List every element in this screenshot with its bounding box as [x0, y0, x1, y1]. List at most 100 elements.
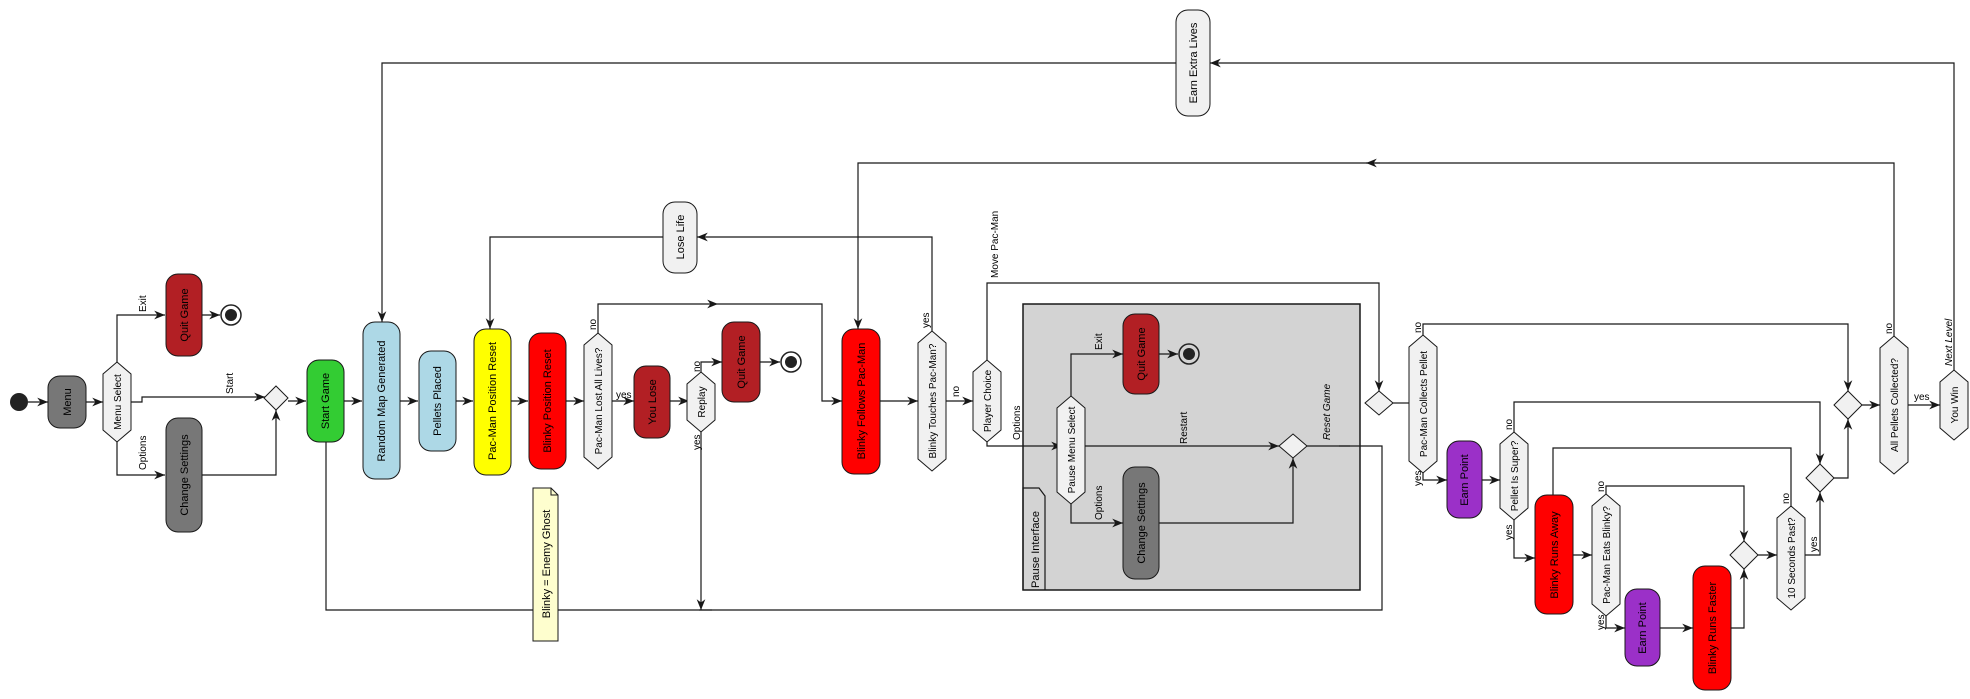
- decision-all-pellets-label: All Pellets Collected?: [1890, 358, 1901, 452]
- decision-eats-blinky-label: Pac-Man Eats Blinky?: [1602, 506, 1613, 604]
- node-blinky-follows: Blinky Follows Pac-Man: [841, 328, 881, 475]
- label-no-lives: no: [588, 318, 599, 330]
- node-blinky-reset-label: Blinky Position Reset: [542, 349, 554, 452]
- label-yes-collects: yes: [1413, 470, 1424, 486]
- note-blinky: Blinky = Enemy Ghost: [532, 487, 559, 642]
- decision-replay-label: Replay: [697, 386, 708, 417]
- decision-you-win: You Win: [1939, 369, 1969, 441]
- node-quit-game-3-label: Quit Game: [1136, 327, 1148, 380]
- node-menu-label: Menu: [62, 388, 74, 416]
- end-node-1: [220, 304, 242, 326]
- label-next-level: Next Level: [1944, 318, 1955, 366]
- node-random-map-label: Random Map Generated: [376, 340, 388, 461]
- node-random-map: Random Map Generated: [362, 321, 401, 480]
- label-no-replay: no: [692, 360, 703, 372]
- decision-menu-select-label: Menu Select: [113, 374, 124, 430]
- edge-labels: Exit Start Options no yes no yes yes no …: [138, 211, 1955, 630]
- decision-collects-pellet-label: Pac-Man Collects Pellet: [1419, 351, 1430, 457]
- label-yes-ten: yes: [1809, 536, 1820, 552]
- node-lose-life-label: Lose Life: [675, 215, 687, 260]
- start-node: [10, 393, 28, 411]
- merge-diamond-start: [263, 385, 289, 411]
- note-text: Blinky = Enemy Ghost: [541, 510, 553, 619]
- label-no-eats: no: [1596, 480, 1607, 492]
- decision-player-choice: Player Choice: [972, 359, 1002, 443]
- node-lose-life: Lose Life: [662, 201, 698, 274]
- label-no-collects: no: [1413, 321, 1424, 333]
- end-node-2: [780, 351, 802, 373]
- decision-replay: Replay: [686, 371, 716, 433]
- decision-pellet-super-label: Pellet Is Super?: [1510, 440, 1521, 511]
- label-no-super: no: [1504, 418, 1515, 430]
- partition-title: Pause Interface: [1030, 511, 1042, 588]
- decision-eats-blinky: Pac-Man Eats Blinky?: [1591, 493, 1621, 617]
- node-you-lose-label: You Lose: [647, 379, 659, 424]
- node-blinky-runs-away: Blinky Runs Away: [1534, 494, 1574, 615]
- label-yes-super: yes: [1504, 524, 1515, 540]
- decision-menu-select: Menu Select: [102, 361, 132, 443]
- node-you-lose: You Lose: [633, 365, 671, 439]
- node-earn-point-2: Earn Point: [1624, 588, 1661, 667]
- decision-ten-seconds-label: 10 Seconds Past?: [1787, 517, 1798, 599]
- decision-pause-menu-select-label: Pause Menu Select: [1067, 406, 1078, 493]
- decision-collects-pellet: Pac-Man Collects Pellet: [1408, 334, 1438, 474]
- decision-pause-menu-select: Pause Menu Select: [1056, 395, 1086, 505]
- label-exit-2: Exit: [1094, 333, 1105, 350]
- node-start-game: Start Game: [306, 359, 345, 443]
- node-quit-game-3: Quit Game: [1122, 313, 1160, 395]
- decision-all-pellets: All Pellets Collected?: [1879, 335, 1909, 475]
- node-blinky-runs-faster: Blinky Runs Faster: [1692, 565, 1732, 691]
- label-yes-lives: yes: [616, 390, 632, 401]
- node-change-settings-1: Change Settings: [165, 417, 203, 533]
- node-blinky-runs-away-label: Blinky Runs Away: [1549, 511, 1561, 599]
- decision-player-choice-label: Player Choice: [983, 369, 994, 432]
- edges: [28, 58, 1955, 633]
- node-quit-game-1: Quit Game: [165, 273, 203, 357]
- node-quit-game-2-label: Quit Game: [736, 335, 748, 388]
- label-no-pellets: no: [1884, 322, 1895, 334]
- label-no-ten: no: [1781, 492, 1792, 504]
- label-yes-pellets: yes: [1914, 392, 1930, 403]
- merge-diamond-super: [1805, 463, 1835, 493]
- node-blinky-reset: Blinky Position Reset: [528, 332, 567, 470]
- node-earn-extra-lives: Earn Extra Lives: [1175, 9, 1211, 117]
- decision-blinky-touches-label: Blinky Touches Pac-Man?: [928, 343, 939, 458]
- node-menu: Menu: [47, 375, 87, 429]
- label-no-touches: no: [951, 385, 962, 397]
- node-change-settings-1-label: Change Settings: [179, 434, 191, 516]
- node-quit-game-1-label: Quit Game: [179, 288, 191, 341]
- label-move-pacman: Move Pac-Man: [990, 211, 1001, 278]
- node-earn-point-2-label: Earn Point: [1637, 602, 1649, 653]
- merge-diamond-reset: [1278, 433, 1308, 459]
- node-pacman-reset-label: Pac-Man Position Reset: [487, 342, 499, 460]
- merge-diamond-loop: [1364, 390, 1394, 416]
- decision-pellet-super: Pellet Is Super?: [1499, 431, 1529, 521]
- node-change-settings-2: Change Settings: [1122, 466, 1160, 580]
- label-options-1: Options: [138, 436, 149, 470]
- node-change-settings-2-label: Change Settings: [1136, 482, 1148, 564]
- label-exit-1: Exit: [138, 295, 149, 312]
- node-pellets-placed-label: Pellets Placed: [432, 366, 444, 436]
- label-restart: Restart: [1179, 412, 1190, 444]
- node-pellets-placed: Pellets Placed: [418, 350, 457, 452]
- label-reset-game: Reset Game: [1322, 383, 1333, 440]
- node-you-win-label: You Win: [1950, 387, 1961, 424]
- merge-diamond-pellets: [1833, 390, 1863, 420]
- end-node-3: [1178, 343, 1200, 365]
- node-earn-point-1: Earn Point: [1446, 440, 1483, 519]
- node-blinky-follows-label: Blinky Follows Pac-Man: [856, 343, 868, 460]
- label-options-2: Options: [1012, 406, 1023, 440]
- label-yes-eats: yes: [1596, 614, 1607, 630]
- label-yes-replay: yes: [692, 434, 703, 450]
- node-quit-game-2: Quit Game: [721, 321, 761, 403]
- node-blinky-runs-faster-label: Blinky Runs Faster: [1707, 582, 1719, 675]
- node-start-game-label: Start Game: [320, 373, 332, 429]
- label-start: Start: [225, 373, 236, 394]
- node-earn-point-1-label: Earn Point: [1459, 454, 1471, 505]
- label-yes-touches: yes: [921, 312, 932, 328]
- node-earn-extra-lives-label: Earn Extra Lives: [1188, 22, 1200, 103]
- decision-ten-seconds: 10 Seconds Past?: [1776, 505, 1806, 611]
- node-pacman-reset: Pac-Man Position Reset: [473, 328, 512, 476]
- label-options-3: Options: [1094, 486, 1105, 520]
